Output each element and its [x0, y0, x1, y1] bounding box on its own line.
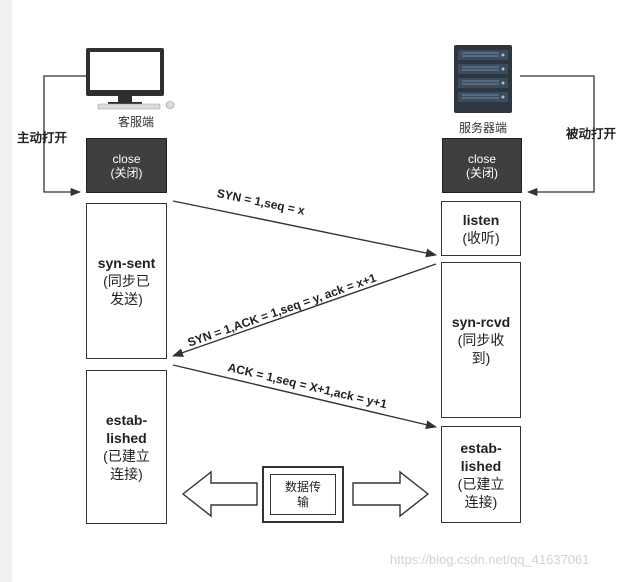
data-transfer-box: 数据传 输: [262, 466, 344, 523]
active-open-connector: [43, 75, 88, 197]
ack-arrow: [172, 364, 438, 430]
state-name: close: [112, 151, 141, 166]
state-desc-line: (已建立: [457, 475, 505, 492]
state-desc-line: (同步收: [457, 332, 505, 348]
syn-sent-state: syn-sent (同步已 发送): [86, 203, 167, 359]
syn-arrow: [172, 200, 438, 258]
syn-ack-arrow: [171, 263, 437, 357]
watermark: https://blog.csdn.net/qq_41637061: [390, 552, 590, 567]
state-desc-line: 发送): [110, 291, 143, 307]
server-rack-icon: [454, 45, 512, 113]
state-name-line: lished: [460, 457, 502, 474]
syn-rcvd-state: syn-rcvd (同步收 到): [441, 262, 521, 418]
state-desc-line: 连接): [110, 466, 143, 482]
state-desc: (关闭): [110, 165, 143, 180]
client-established-state: estab- lished (已建立 连接): [86, 370, 167, 524]
state-name-line: estab-: [105, 412, 148, 428]
client-close-state: close (关闭): [86, 138, 167, 193]
state-name-line: lished: [106, 430, 147, 446]
listen-state: listen (收听): [441, 201, 521, 256]
transfer-right-arrow-icon: [352, 470, 430, 518]
passive-open-label: 被动打开: [566, 127, 617, 141]
state-desc-line: 连接): [464, 493, 498, 510]
state-desc-line: 到): [471, 350, 491, 366]
left-margin-strip: [0, 0, 12, 582]
data-transfer-label-line: 数据传: [284, 479, 321, 494]
transfer-left-arrow-icon: [181, 470, 258, 518]
state-name: syn-sent: [97, 255, 156, 271]
data-transfer-label-line: 输: [296, 494, 309, 509]
server-caption: 服务器端: [458, 121, 507, 135]
server-established-state: estab- lished (已建立 连接): [441, 426, 521, 523]
data-transfer-inner: 数据传 输: [270, 474, 336, 515]
state-name: syn-rcvd: [451, 314, 511, 330]
state-name-line: estab-: [460, 439, 502, 456]
state-desc-line: (同步已: [103, 273, 150, 289]
state-name: listen: [462, 211, 500, 228]
state-desc-line: (已建立: [103, 448, 150, 464]
passive-open-connector: [520, 75, 595, 197]
server-close-state: close (关闭): [442, 138, 522, 193]
client-caption: 客服端: [117, 115, 154, 129]
state-desc: (收听): [462, 229, 500, 246]
state-desc: (关闭): [466, 165, 498, 180]
state-name: close: [467, 151, 496, 166]
desktop-computer-icon: [86, 48, 175, 110]
active-open-label: 主动打开: [17, 131, 68, 145]
